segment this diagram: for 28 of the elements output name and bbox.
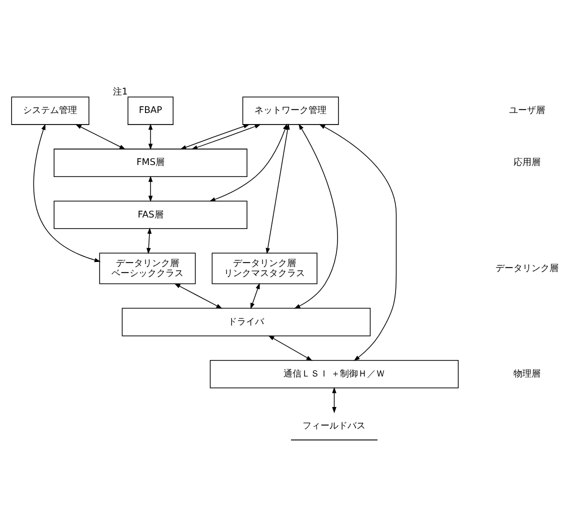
node-box: ネットワーク管理 [242,96,339,124]
node-box: FMS層 [54,148,248,176]
label: ユーザ層 [509,104,546,116]
label: 応用層 [514,156,541,168]
node-box: ドライバ [122,307,371,336]
node-box: データリンク層 リンクマスタクラス [212,252,318,284]
arrow [332,386,336,413]
node-box: FAS層 [54,200,248,229]
arrow [250,282,260,309]
arrow [75,124,126,150]
arrow [146,227,152,254]
node-label: 注1 [112,86,128,97]
arrow [180,124,250,149]
arrow [294,123,338,308]
node-text: フィールドバス [302,420,366,432]
node-box: 通信ＬＳＩ ＋制御Ｈ／Ｗ [210,359,459,388]
label: データリンク層 [496,262,559,274]
arrow [33,123,101,262]
arrow [319,124,397,361]
label: 物理層 [514,368,541,379]
arrow [148,123,153,150]
arrow [268,334,312,360]
arrow [191,124,261,149]
arrow [174,282,222,308]
node-box: FBAP [128,96,174,124]
arrow [148,175,153,202]
node-box: データリンク層 ベーシッククラス [99,252,196,284]
node-box: システム管理 [11,96,90,124]
